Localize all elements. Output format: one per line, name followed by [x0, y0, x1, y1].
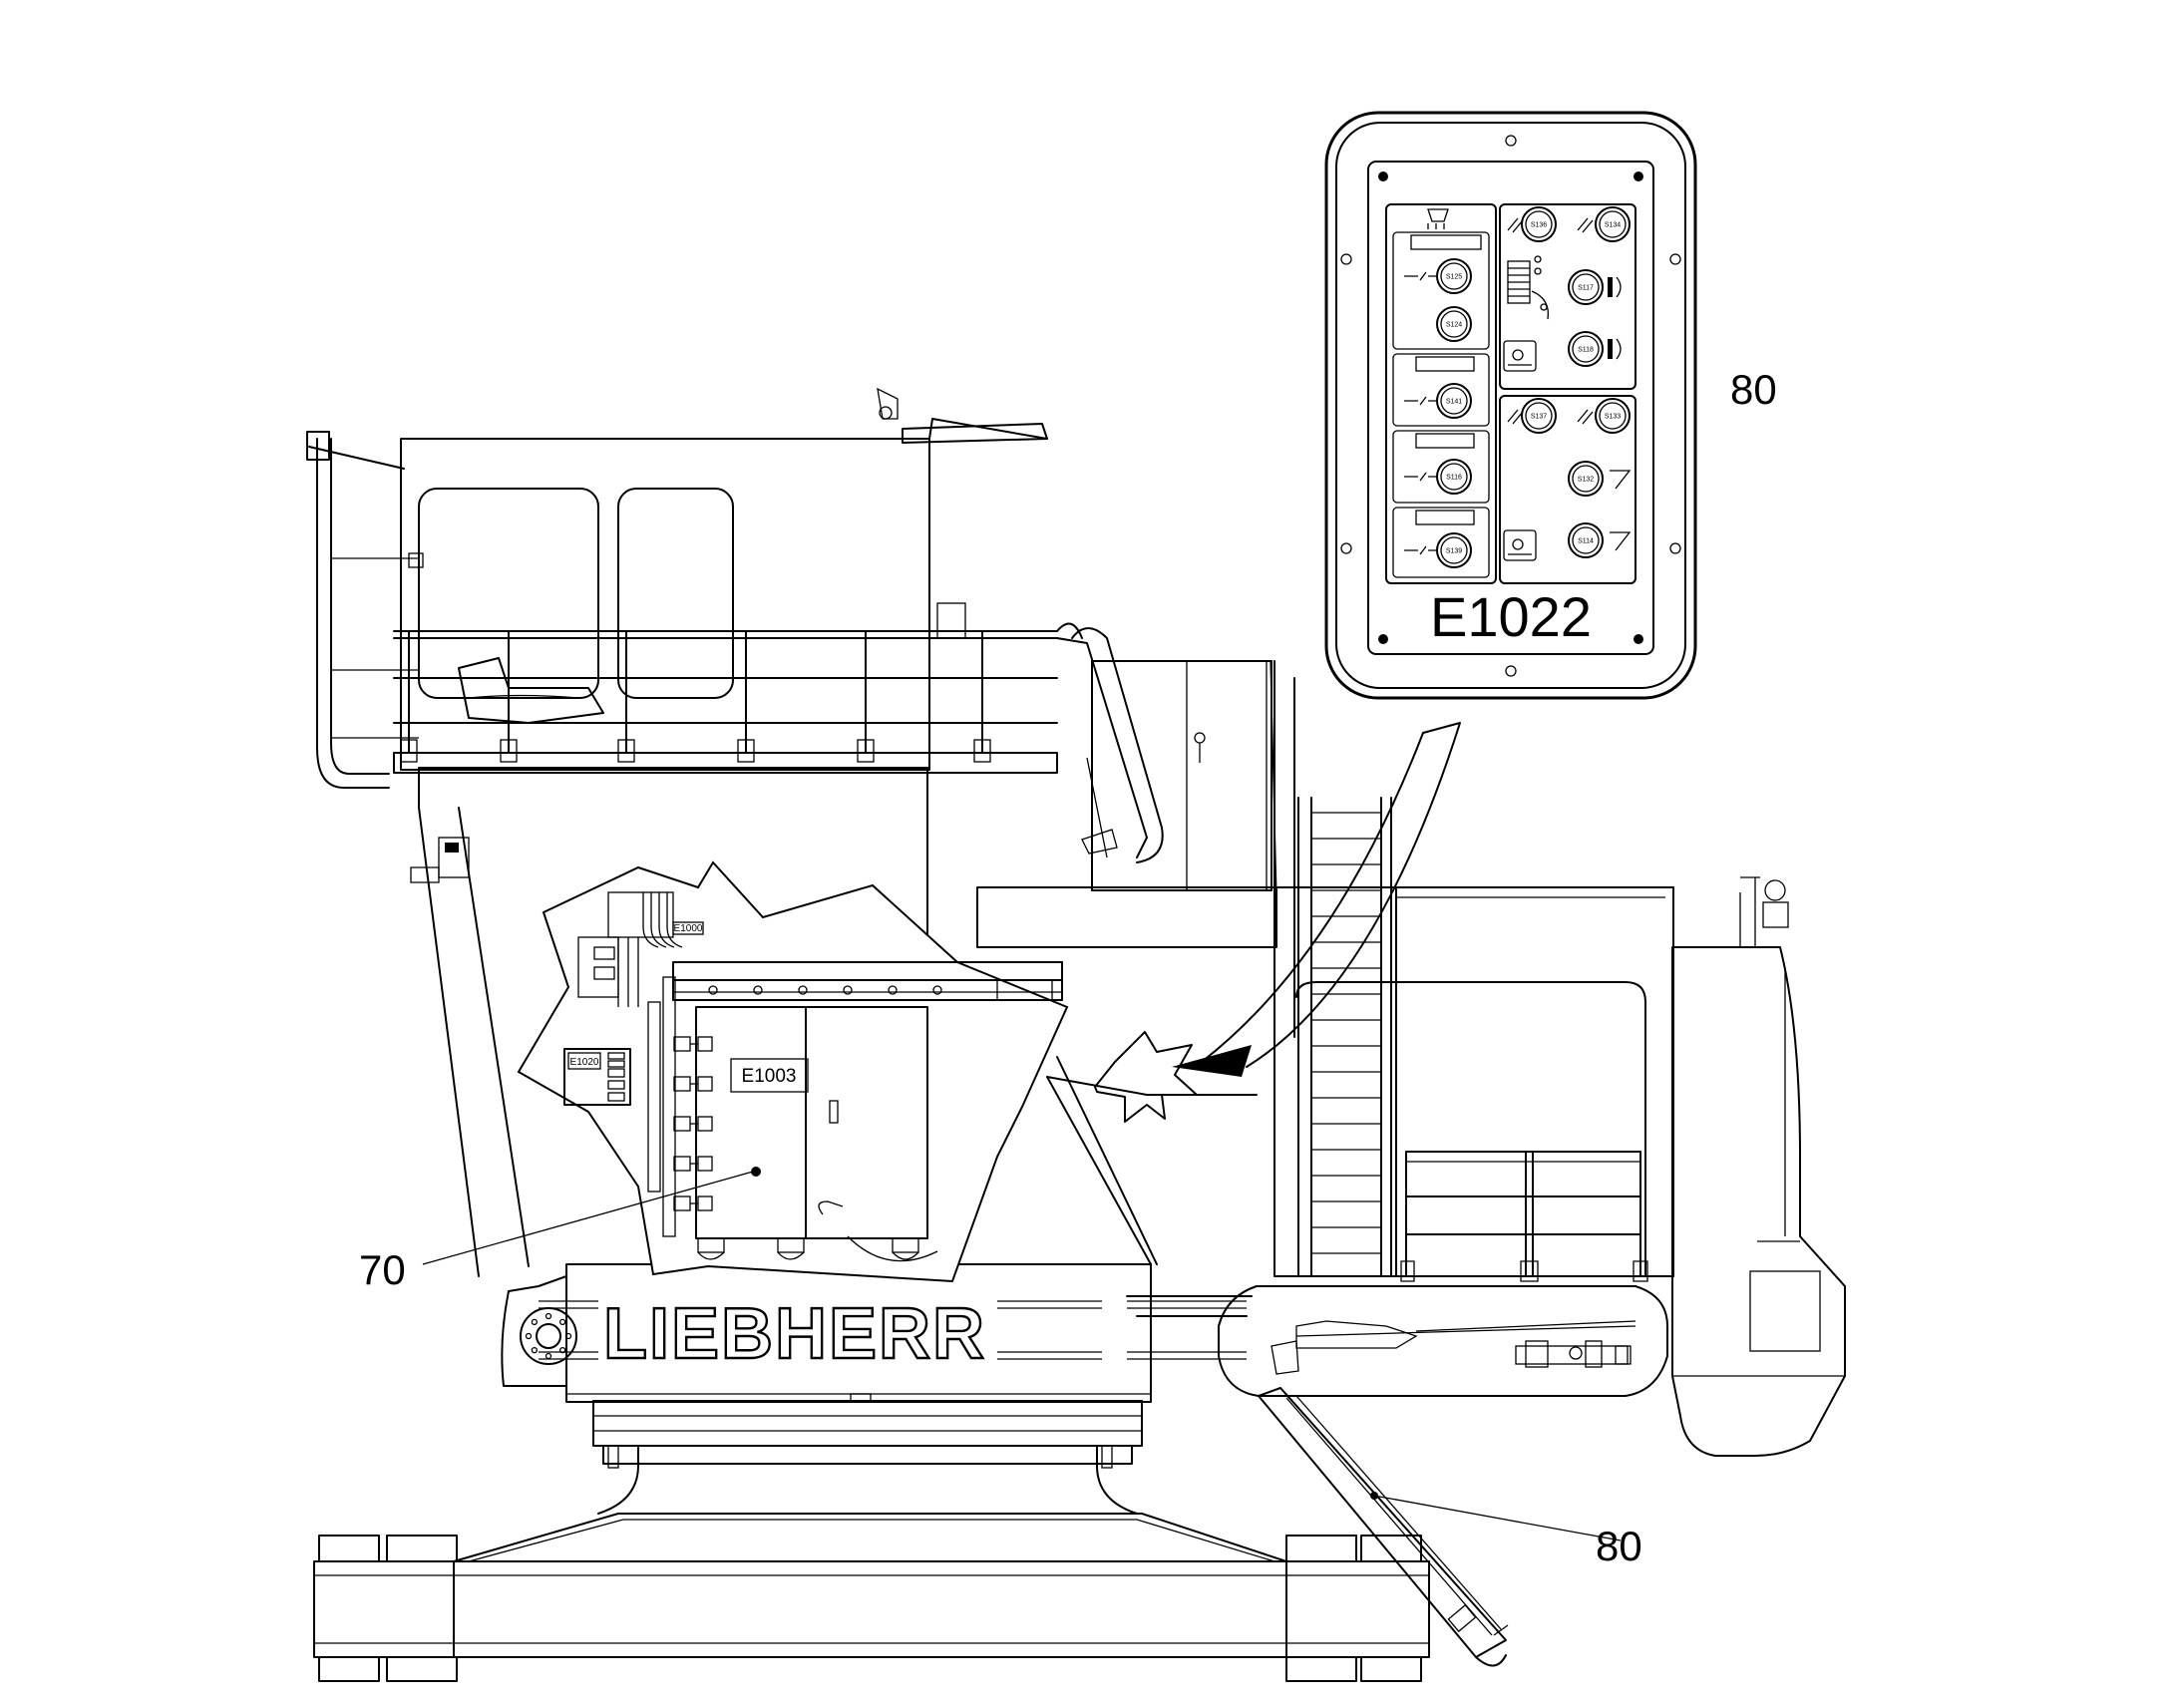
switch-s114: S114 [1568, 522, 1604, 558]
cabinet-label-e1003: E1003 [742, 1066, 797, 1087]
horn-device [410, 837, 470, 883]
switch-s134-label: S134 [1605, 222, 1621, 229]
switch-s114-label: S114 [1578, 538, 1594, 545]
leader-line-70 [422, 1171, 754, 1265]
access-ladder [1258, 1320, 1636, 1667]
undercarriage [313, 1445, 1430, 1682]
light-icon [1427, 208, 1449, 229]
switch-s125-label: S125 [1446, 274, 1462, 281]
slewing-ring [592, 1400, 1143, 1469]
switch-s136: S136 [1521, 206, 1557, 242]
rear-housing [1218, 797, 1674, 1397]
pointer-arrow-icon [1172, 722, 1461, 1077]
switch-s136-label: S136 [1531, 222, 1547, 229]
operator-cab [308, 387, 1048, 771]
switch-s117: S117 [1568, 269, 1604, 305]
switch-s132-label: S132 [1578, 477, 1594, 484]
switch-s141-label: S141 [1446, 399, 1462, 406]
callout-70: 70 [359, 1246, 406, 1293]
switch-s124-label: S124 [1446, 322, 1462, 329]
e1020-ports [607, 1052, 625, 1102]
switch-s134: S134 [1595, 206, 1631, 242]
switch-s124: S124 [1436, 306, 1472, 342]
switch-s118-label: S118 [1578, 347, 1594, 354]
callout-80-ladder: 80 [1596, 1523, 1642, 1569]
cutaway-section: E1003 E1020 E1000 [517, 860, 1069, 1283]
switch-s137-label: S137 [1531, 414, 1547, 421]
callout-80-panel: 80 [1730, 366, 1777, 413]
rail-posts [400, 622, 1083, 763]
switch-s133-label: S133 [1605, 414, 1621, 421]
switch-s117-label: S117 [1578, 285, 1594, 292]
hand-icon [1503, 529, 1537, 561]
side-connectors [673, 1036, 713, 1211]
ladder-indicator [1507, 255, 1550, 320]
switch-s139-label: S139 [1446, 548, 1462, 555]
switch-s132: S132 [1568, 461, 1604, 497]
switch-s118: S118 [1568, 331, 1604, 367]
brand-logo: LIEBHERR [603, 1294, 986, 1374]
counterweight [1671, 876, 1846, 1457]
switch-s116-label: S116 [1446, 475, 1462, 482]
switch-s116: S116 [1436, 459, 1472, 495]
leader-line-80 [1373, 1495, 1622, 1541]
hand-icon [1503, 340, 1537, 372]
switch-s125: S125 [1436, 258, 1472, 294]
switch-s141: S141 [1436, 383, 1472, 419]
stair-steps [1311, 812, 1381, 1254]
box-label-e1000: E1000 [674, 923, 703, 934]
box-label-e1020: E1020 [570, 1057, 599, 1068]
cab-platform [306, 431, 1295, 1038]
panel-label-e1022: E1022 [1430, 585, 1592, 648]
tray-fasteners [708, 985, 942, 995]
pivot-bolts [525, 1312, 572, 1360]
switch-s133: S133 [1595, 398, 1631, 434]
brand-stripe: LIEBHERR [501, 1275, 1247, 1387]
star-burst-icon [1094, 1031, 1198, 1123]
switch-s139: S139 [1436, 532, 1472, 568]
upper-cables [642, 892, 683, 948]
switch-s137: S137 [1521, 398, 1557, 434]
